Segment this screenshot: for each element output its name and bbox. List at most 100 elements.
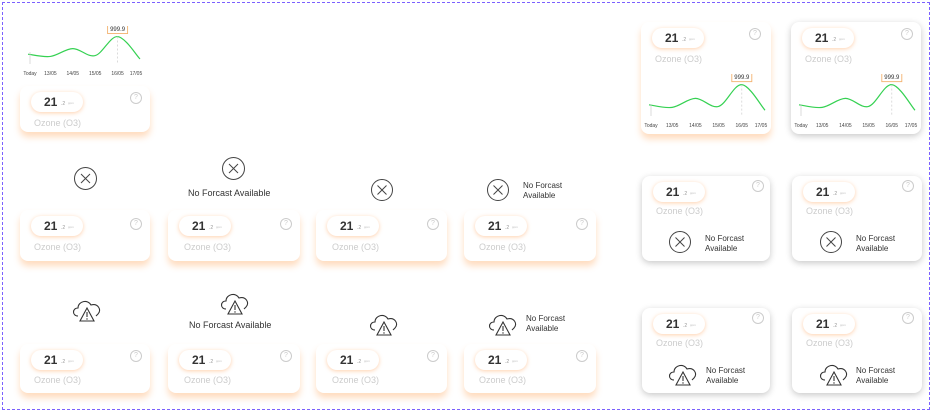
question-circle-icon[interactable]: ? — [130, 350, 142, 362]
value-int: 21 — [665, 31, 679, 45]
pollutant-label: Ozone (O3) — [479, 375, 527, 385]
question-circle-icon[interactable]: ? — [576, 218, 588, 230]
value-dec: .2 — [682, 37, 687, 43]
no-forecast-line1: No Forcast — [856, 234, 896, 243]
peak-label: 999.9 — [734, 75, 750, 81]
x-tick-label: 13/05 — [666, 123, 679, 129]
pollutant-label: Ozone (O3) — [34, 242, 82, 252]
value-dec: .2 — [683, 191, 688, 197]
question-circle-icon[interactable]: ? — [280, 218, 292, 230]
value-unit: ppm — [839, 37, 845, 41]
pollutant-label: Ozone (O3) — [184, 375, 232, 385]
question-circle-icon[interactable]: ? — [576, 350, 588, 362]
question-circle-icon[interactable]: ? — [280, 350, 292, 362]
value-dec: .2 — [833, 191, 838, 197]
question-circle-icon[interactable]: ? — [752, 312, 764, 324]
no-forecast-line1: No Forcast — [706, 366, 746, 375]
value-int: 21 — [340, 219, 354, 233]
question-circle-icon[interactable]: ? — [901, 28, 913, 40]
value-unit: ppm — [68, 359, 74, 363]
x-tick-label: Today — [794, 123, 808, 129]
pollutant-label: Ozone (O3) — [656, 206, 704, 216]
value-unit: ppm — [689, 37, 695, 41]
x-tick-label: 13/05 — [44, 71, 57, 77]
pollutant-label: Ozone (O3) — [34, 375, 82, 385]
x-tick-label: 16/05 — [736, 123, 749, 129]
question-circle-icon[interactable]: ? — [902, 312, 914, 324]
no-forecast-text: No Forcast Available — [188, 188, 271, 198]
value-dec: .2 — [683, 323, 688, 329]
value-unit: ppm — [840, 191, 846, 195]
forecast-line — [648, 84, 766, 111]
value-int: 21 — [488, 353, 502, 367]
question-circle-icon[interactable]: ? — [902, 180, 914, 192]
value-int: 21 — [192, 219, 206, 233]
peak-label: 999.9 — [110, 27, 126, 33]
question-circle-icon[interactable]: ? — [752, 180, 764, 192]
value-int: 21 — [340, 353, 354, 367]
question-circle-icon[interactable]: ? — [130, 92, 142, 104]
value-dec: .2 — [357, 359, 362, 365]
value-int: 21 — [44, 219, 58, 233]
question-circle-icon[interactable]: ? — [749, 28, 761, 40]
question-circle-icon[interactable]: ? — [427, 218, 439, 230]
x-circle-icon — [486, 178, 510, 207]
no-forecast-text: No Forcast Available — [189, 320, 272, 330]
value-dec: .2 — [209, 359, 214, 365]
no-forecast-line1: No Forcast — [856, 366, 896, 375]
x-circle-icon — [221, 156, 246, 186]
cloud-warning-icon — [367, 310, 401, 341]
pollutant-label: Ozone (O3) — [806, 338, 854, 348]
value-unit: ppm — [512, 359, 518, 363]
pollutant-label: Ozone (O3) — [479, 242, 527, 252]
value-unit: ppm — [216, 359, 222, 363]
no-forecast-line1: No Forcast — [523, 181, 563, 190]
value-unit: ppm — [364, 225, 370, 229]
cloud-warning-icon — [70, 296, 104, 327]
question-circle-icon[interactable]: ? — [427, 350, 439, 362]
x-tick-label: 15/05 — [712, 123, 725, 129]
x-circle-icon — [73, 166, 98, 196]
no-forecast-line2: Available — [526, 324, 559, 333]
question-circle-icon[interactable]: ? — [130, 218, 142, 230]
value-dec: .2 — [209, 225, 214, 231]
x-tick-label: 16/05 — [111, 71, 124, 77]
value-unit: ppm — [68, 101, 74, 105]
value-dec: .2 — [357, 225, 362, 231]
no-forecast-line1: No Forcast — [705, 234, 745, 243]
x-tick-label: 17/05 — [130, 71, 143, 77]
value-dec: .2 — [505, 225, 510, 231]
no-forecast-line2: Available — [705, 244, 738, 253]
